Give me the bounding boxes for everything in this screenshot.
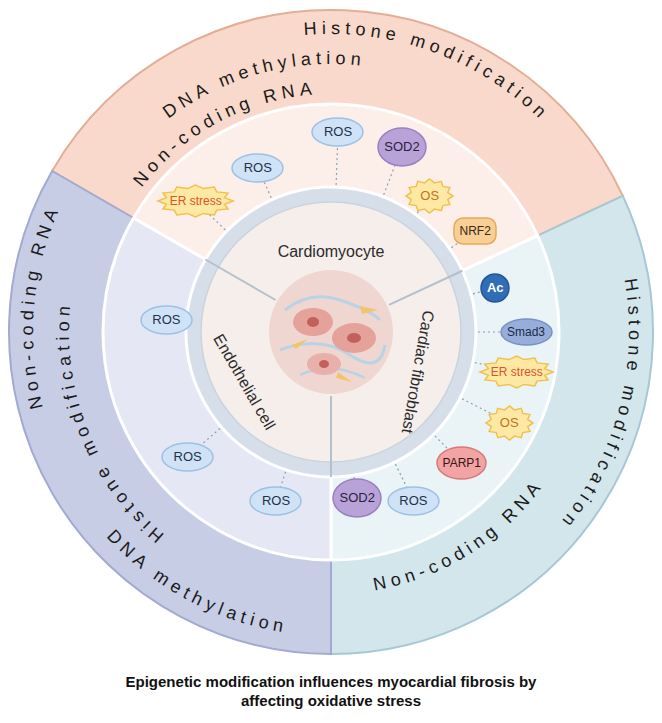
- dashed-leader: [336, 132, 338, 185]
- molecule-icon: Smad3: [500, 318, 553, 346]
- sector-band: [9, 171, 331, 654]
- epigenetic-label: Histone modification: [556, 277, 646, 535]
- sector-band: [52, 10, 623, 236]
- epigenetic-sector: Non-coding RNAHistone modificationDNA me…: [9, 10, 653, 654]
- dashed-leader: [276, 472, 286, 501]
- cell-name: Endothelial cell: [208, 329, 281, 436]
- sector-band: [331, 196, 653, 654]
- icon-label: ROS: [140, 305, 193, 335]
- dashed-leader: [196, 201, 225, 229]
- dashed-leader: [384, 147, 402, 195]
- icon-label: ER stress: [157, 184, 234, 218]
- icon-label: SOD2: [377, 127, 427, 167]
- dashed-leader: [354, 477, 357, 498]
- molecule-icon: ER stress: [157, 184, 234, 218]
- dashed-leader: [417, 196, 429, 213]
- cell-divider: [205, 260, 275, 301]
- cell-name: Cardiomyocyte: [276, 242, 387, 262]
- epigenetic-label: DNA methylation: [103, 526, 290, 637]
- dashed-leader: [451, 231, 475, 248]
- molecule-icon: OS: [405, 178, 454, 214]
- icon-label: ROS: [387, 486, 440, 516]
- molecule-icon: ROS: [161, 442, 214, 472]
- molecule-icon: NRF2: [453, 217, 497, 245]
- figure-caption: Epigenetic modification influences myoca…: [106, 672, 556, 710]
- icon-label: ROS: [311, 117, 364, 147]
- icon-label: ROS: [231, 153, 284, 183]
- cell-type-label: Cardiac fibroblast: [396, 307, 438, 438]
- icon-label: Smad3: [500, 318, 553, 346]
- cell-divider: [330, 396, 332, 477]
- molecule-icon: SOD2: [332, 478, 382, 518]
- molecule-icon: ROS: [231, 153, 284, 183]
- cell-type-label: Endothelial cell: [208, 329, 281, 436]
- icon-label: OS: [405, 178, 454, 214]
- molecule-icon: SOD2: [377, 127, 427, 167]
- molecule-icon: Ac: [480, 273, 510, 303]
- epigenetic-label: Histone modification: [303, 18, 554, 125]
- molecule-icon: PARP1: [436, 446, 487, 480]
- icon-label: Ac: [480, 273, 510, 303]
- dashed-leader: [395, 464, 413, 501]
- dashed-leader: [462, 399, 509, 423]
- dashed-leader: [188, 428, 220, 456]
- sector-shape: Non-coding RNAHistone modificationDNA me…: [9, 10, 653, 654]
- icon-label: ROS: [161, 442, 214, 472]
- dashed-leader: [478, 331, 526, 332]
- dashed-leader: [258, 168, 271, 198]
- molecule-icon: ROS: [387, 486, 440, 516]
- molecule-icon: ER stress: [479, 355, 554, 389]
- epigenetic-label: Non-coding RNA: [129, 78, 317, 190]
- icon-label: OS: [485, 405, 534, 441]
- icon-label: NRF2: [453, 217, 497, 245]
- molecule-icon: OS: [485, 405, 534, 441]
- epigenetic-label: Histone modification: [53, 300, 168, 547]
- icon-label: PARP1: [436, 446, 487, 480]
- cell-name: Cardiac fibroblast: [396, 307, 438, 438]
- epigenetic-label: DNA methylation: [159, 48, 367, 122]
- dashed-leader: [475, 363, 517, 372]
- molecule-icon: ROS: [140, 305, 193, 335]
- molecule-icon: ROS: [311, 117, 364, 147]
- dashed-leader: [166, 320, 184, 321]
- icon-label: ROS: [249, 486, 302, 516]
- cell-divider: [389, 271, 462, 305]
- icon-label: ER stress: [479, 355, 554, 389]
- molecule-icon: ROS: [249, 486, 302, 516]
- icon-label: SOD2: [332, 478, 382, 518]
- cell-type-label: Cardiomyocyte: [276, 242, 387, 262]
- dashed-leader: [473, 288, 495, 294]
- dashed-leader: [435, 436, 462, 463]
- epigenetic-label: Non-coding RNA: [371, 475, 547, 595]
